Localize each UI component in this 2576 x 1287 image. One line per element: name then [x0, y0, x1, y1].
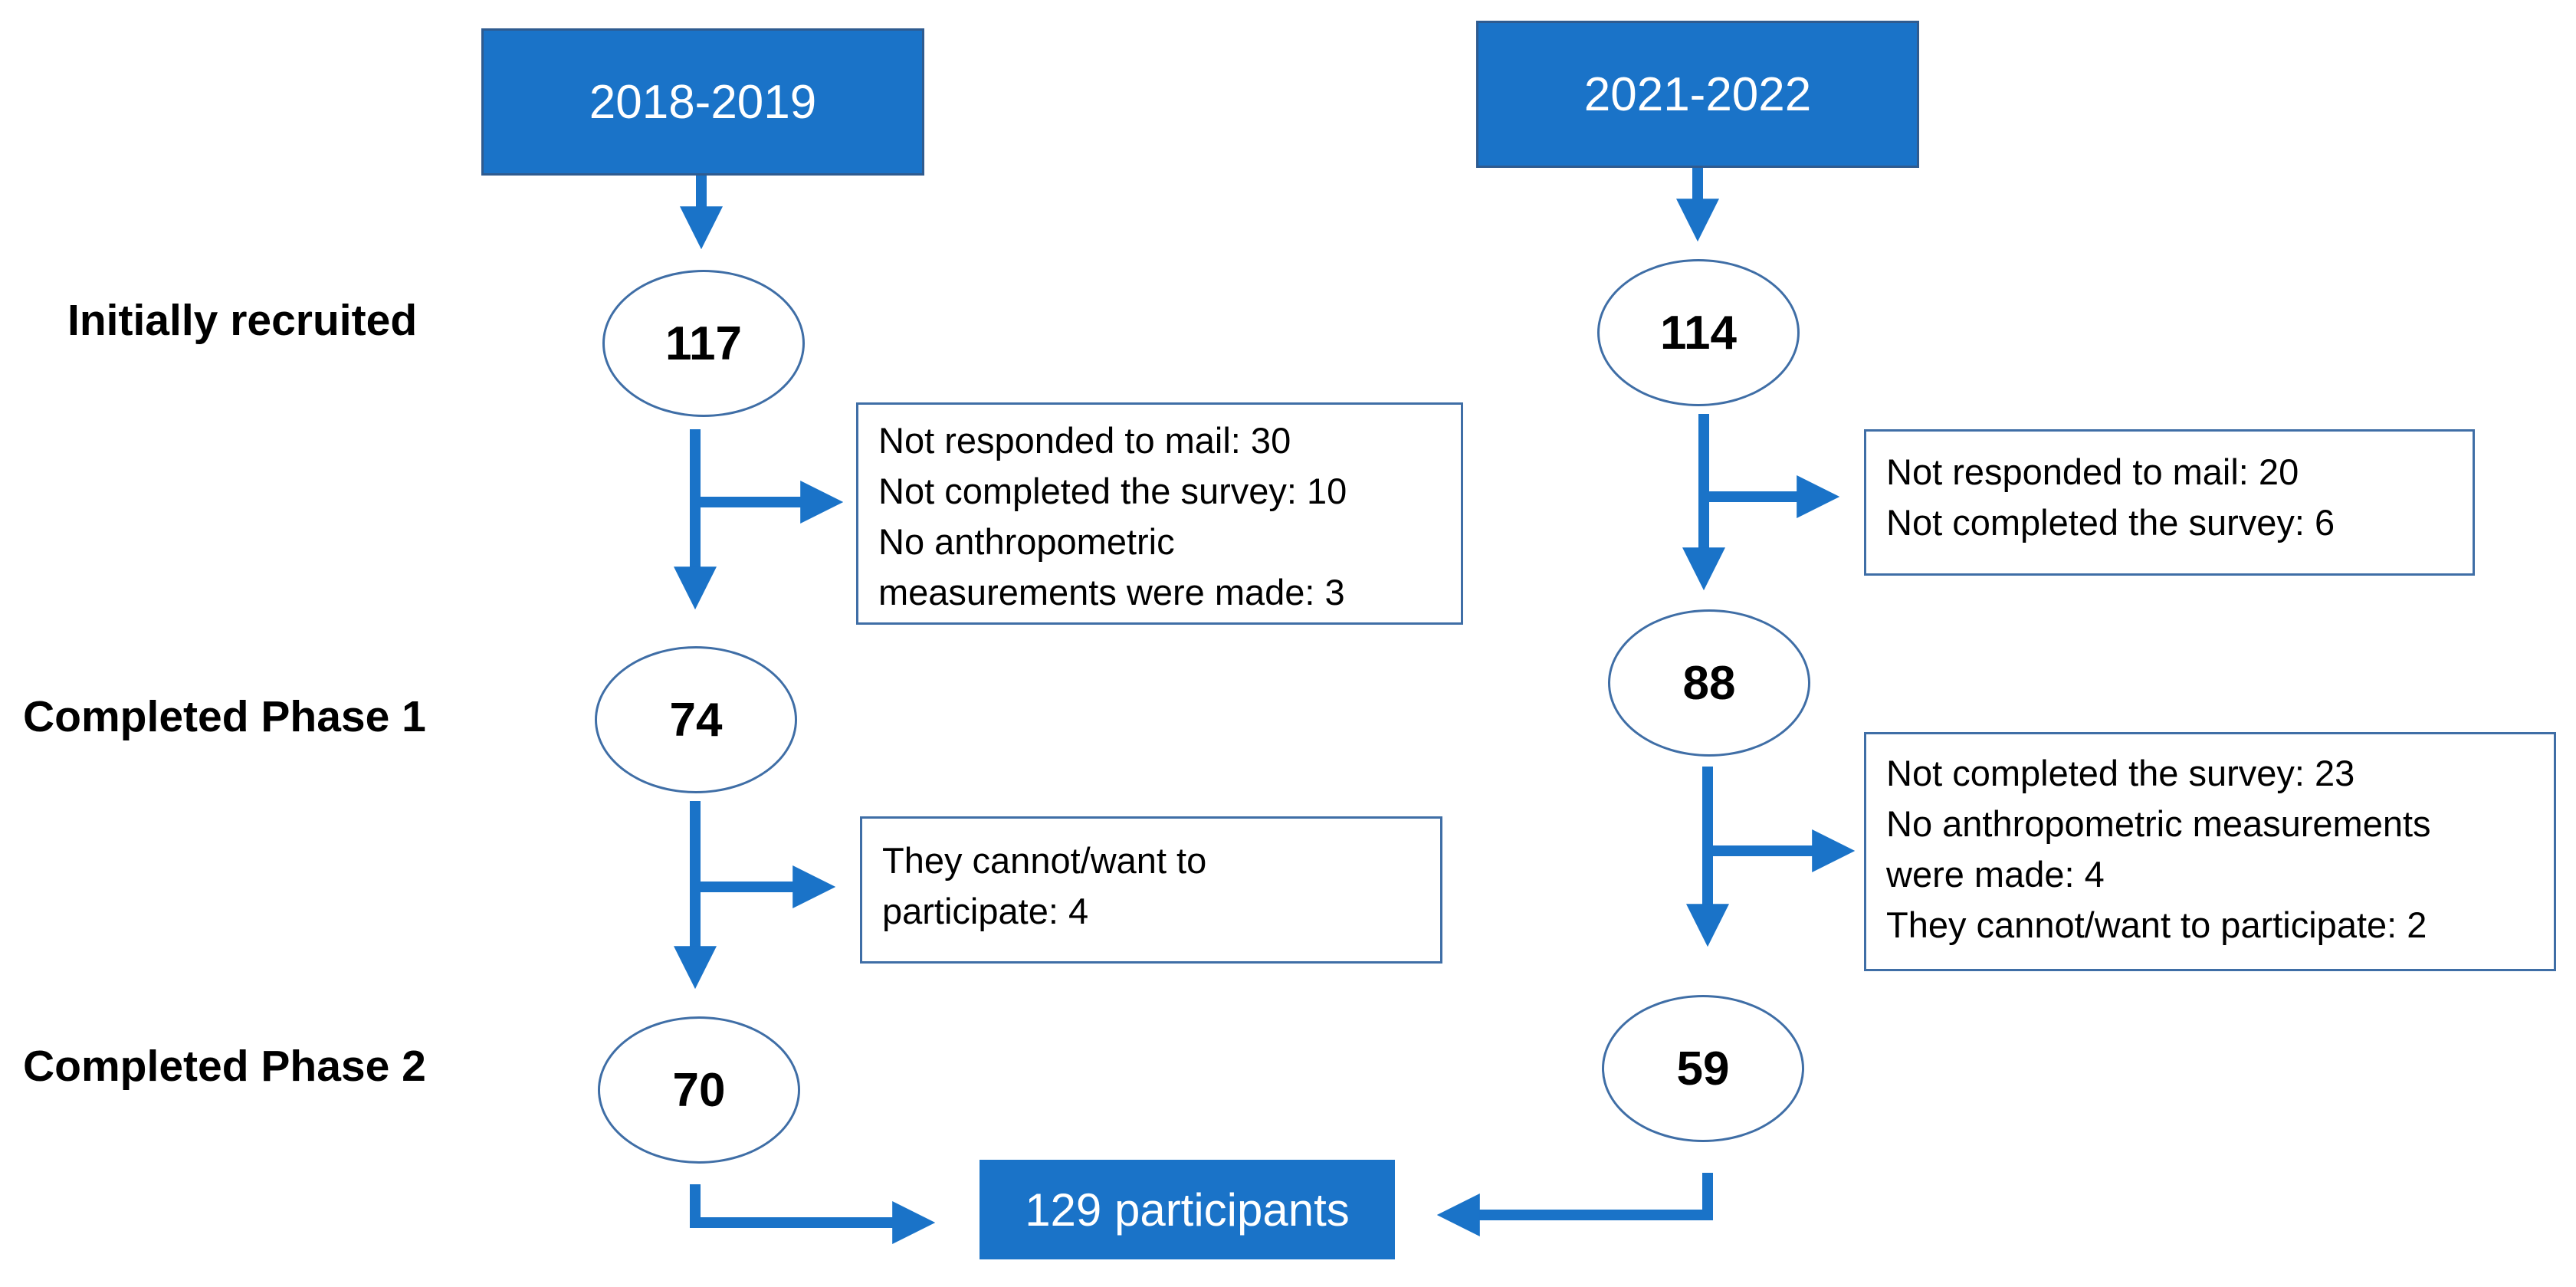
exclusion-line: Not completed the survey: 10: [878, 471, 1347, 511]
cohort-2021-header: 2021-2022: [1476, 21, 1919, 168]
exclusion-line: Not responded to mail: 20: [1886, 451, 2299, 492]
exclusion-line: measurements were made: 3: [878, 572, 1345, 612]
exclusion-line: Not responded to mail: 30: [878, 420, 1291, 461]
node-2018-initial-value: 117: [665, 317, 743, 370]
node-2021-phase1: 88: [1608, 609, 1810, 757]
exclusion-line: No anthropometric measurements: [1886, 803, 2431, 844]
total-participants-box: 129 participants: [980, 1160, 1395, 1259]
node-2018-initial: 117: [602, 270, 805, 417]
node-2021-initial: 114: [1597, 259, 1800, 406]
label-completed-phase-1: Completed Phase 1: [23, 692, 426, 741]
exclusion-box-2021-2: Not completed the survey: 23 No anthropo…: [1864, 732, 2556, 971]
exclusion-line: Not completed the survey: 6: [1886, 502, 2335, 543]
total-participants-text: 129 participants: [1025, 1184, 1350, 1236]
cohort-2021-header-text: 2021-2022: [1583, 67, 1812, 121]
exclusion-line: were made: 4: [1886, 854, 2105, 895]
exclusion-line: They cannot/want to participate: 2: [1886, 905, 2427, 945]
node-2018-phase2-value: 70: [672, 1063, 726, 1117]
node-2021-phase2: 59: [1602, 995, 1804, 1142]
arrow-2021-to-total: [1436, 1173, 1713, 1236]
node-2021-phase1-value: 88: [1682, 656, 1736, 710]
exclusion-box-2018-1: Not responded to mail: 30 Not completed …: [856, 402, 1463, 625]
arrow-2018-to-total: [690, 1184, 936, 1244]
node-2021-phase2-value: 59: [1676, 1042, 1730, 1095]
exclusion-box-2018-2: They cannot/want to participate: 4: [860, 816, 1442, 964]
exclusion-line: Not completed the survey: 23: [1886, 753, 2355, 793]
node-2018-phase2: 70: [598, 1016, 800, 1164]
label-initially-recruited: Initially recruited: [67, 296, 418, 345]
cohort-2018-header: 2018-2019: [481, 28, 924, 176]
node-2018-phase1-value: 74: [669, 693, 723, 747]
node-2018-phase1: 74: [595, 646, 797, 793]
exclusion-line: No anthropometric: [878, 521, 1175, 562]
exclusion-line: participate: 4: [882, 891, 1089, 931]
exclusion-box-2021-1: Not responded to mail: 20 Not completed …: [1864, 429, 2475, 576]
label-completed-phase-2: Completed Phase 2: [23, 1042, 426, 1091]
cohort-2018-header-text: 2018-2019: [589, 75, 817, 129]
exclusion-line: They cannot/want to: [882, 840, 1207, 881]
node-2021-initial-value: 114: [1659, 306, 1738, 360]
